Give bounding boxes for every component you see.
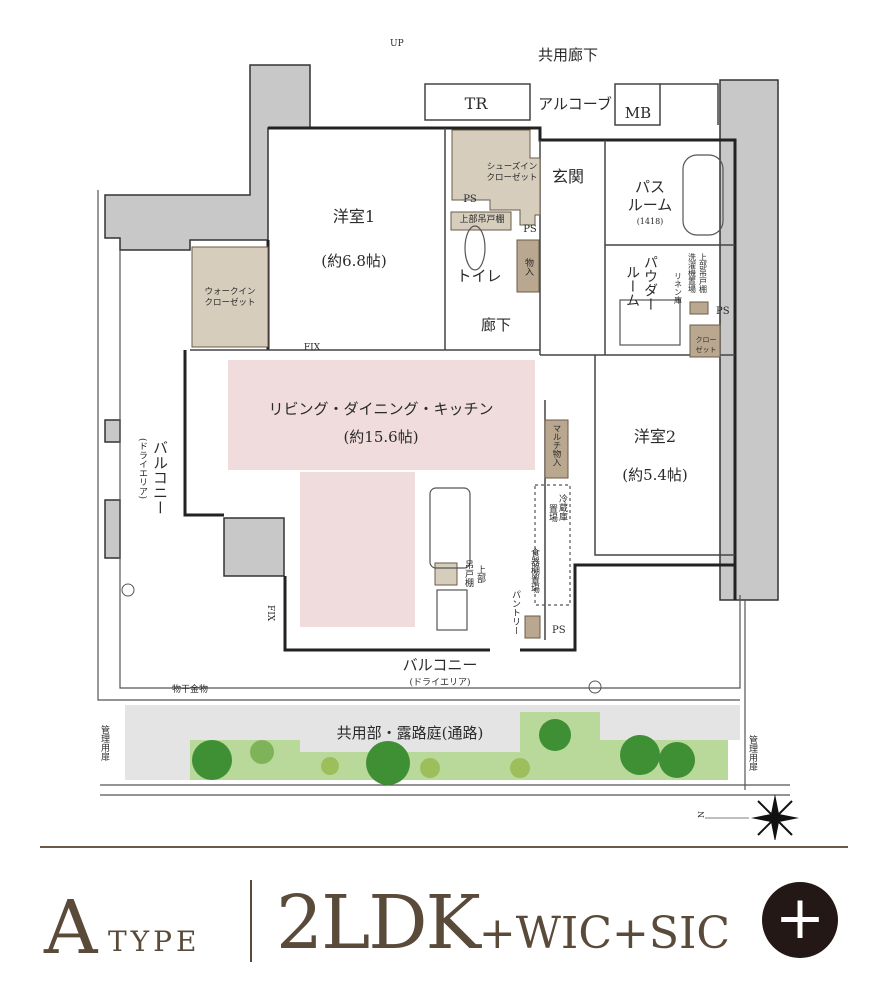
storage-areas — [191, 129, 721, 639]
label-western1: 洋室1 — [333, 207, 375, 226]
title-divider — [250, 880, 252, 962]
label-fix-vertical: FIX — [265, 605, 275, 622]
ldk-floor — [228, 360, 535, 627]
label-fridge: 冷蔵庫 — [557, 493, 568, 522]
label-bath-2: ルーム — [628, 196, 673, 214]
divider-line — [40, 846, 848, 848]
label-western2-size: (約5.4帖) — [622, 466, 688, 484]
label-western2: 洋室2 — [634, 427, 676, 446]
label-ldk: リビング・ダイニング・キッチン — [268, 400, 493, 418]
label-closet-2: ゼット — [696, 345, 717, 354]
type-word: TYPE — [108, 925, 201, 958]
label-mgmt-door-right: 管理用扉 — [747, 734, 758, 772]
label-drying-rail: 物干金物 — [172, 683, 208, 695]
compass-label: N — [697, 811, 706, 818]
label-ps: PS — [716, 306, 730, 317]
kitchen-sink-icon — [429, 487, 471, 569]
label-dry-area-left: (ドライエリア) — [137, 438, 148, 499]
toilet-icon — [464, 225, 486, 271]
drain-icon — [121, 583, 135, 597]
label-linen: リネン庫 — [674, 272, 683, 305]
label-ps: PS — [463, 194, 477, 205]
label-bath-size: (1418) — [637, 217, 664, 226]
plan-main: 2LDK — [276, 880, 481, 966]
label-storage: 物入 — [523, 257, 534, 276]
floor-plan: N 共用廊下 UP TR アルコーブ MB シューズイン クローゼット 玄関 P… — [97, 39, 799, 840]
compass-icon: N — [697, 794, 799, 840]
label-upper-cabinet: 上部吊戸棚 — [459, 213, 504, 225]
label-closet: クロー — [696, 336, 717, 344]
garden-area — [125, 705, 740, 785]
label-fix: FIX — [304, 343, 321, 353]
label-pantry: パントリー — [510, 590, 521, 635]
label-bath: パス — [635, 178, 665, 196]
label-garden: 共用部・露路庭(通路) — [337, 724, 484, 742]
label-western1-size: (約6.8帖) — [321, 252, 387, 270]
label-entrance: 玄関 — [552, 167, 584, 186]
fixtures — [429, 154, 724, 631]
type-letter: A — [44, 885, 98, 971]
plan-suffix: +WIC+SIC — [478, 908, 731, 959]
plus-icon[interactable]: + — [762, 882, 838, 958]
label-balcony-left: バルコニー — [151, 440, 169, 515]
label-hanging-cabinet-2: 吊戸棚 — [463, 560, 474, 588]
drain-icon — [588, 680, 602, 694]
tree-icons — [192, 719, 695, 785]
label-tr: TR — [465, 94, 489, 113]
label-mb: MB — [625, 104, 651, 122]
label-mgmt-door-left: 管理用扉 — [99, 724, 110, 762]
label-ps: PS — [552, 625, 566, 636]
label-wic: ウォークイン — [204, 287, 255, 297]
plan-name: 2LDK+WIC+SIC — [276, 880, 730, 966]
label-shoes-closet-2: クローゼット — [486, 172, 537, 183]
label-powder-2: ルーム — [624, 265, 640, 307]
label-hanging-cabinet: 上部 — [475, 565, 486, 584]
label-shoes-closet: シューズイン — [487, 161, 538, 172]
label-up: UP — [390, 39, 404, 49]
label-alcove: アルコーブ — [538, 95, 612, 113]
label-dry-area-bottom: (ドライエリア) — [410, 677, 471, 688]
label-hallway: 廊下 — [481, 316, 511, 334]
bathtub-icon — [682, 154, 724, 236]
label-balcony-bottom: バルコニー — [403, 656, 478, 674]
label-powder: パウダー — [642, 255, 658, 311]
washbasin-icon — [619, 299, 681, 346]
label-ldk-size: (約15.6帖) — [343, 428, 418, 446]
label-toilet: トイレ — [456, 267, 501, 285]
label-ps: PS — [523, 224, 537, 235]
label-fridge-2: 置場 — [547, 504, 558, 523]
labels: 共用廊下 UP TR アルコーブ MB シューズイン クローゼット 玄関 PS … — [99, 39, 758, 772]
label-wic-2: クローゼット — [204, 297, 255, 308]
label-cupboard: 食器棚置場 — [529, 547, 540, 594]
label-common-corridor: 共用廊下 — [538, 46, 598, 64]
label-washer: 洗濯機置場 — [688, 252, 697, 294]
stove-icon — [436, 589, 468, 631]
balcony-outline — [97, 190, 790, 796]
label-multi-storage: マルチ物入 — [551, 424, 561, 467]
label-upper-cabinet-v: 上部吊戸棚 — [699, 253, 708, 294]
